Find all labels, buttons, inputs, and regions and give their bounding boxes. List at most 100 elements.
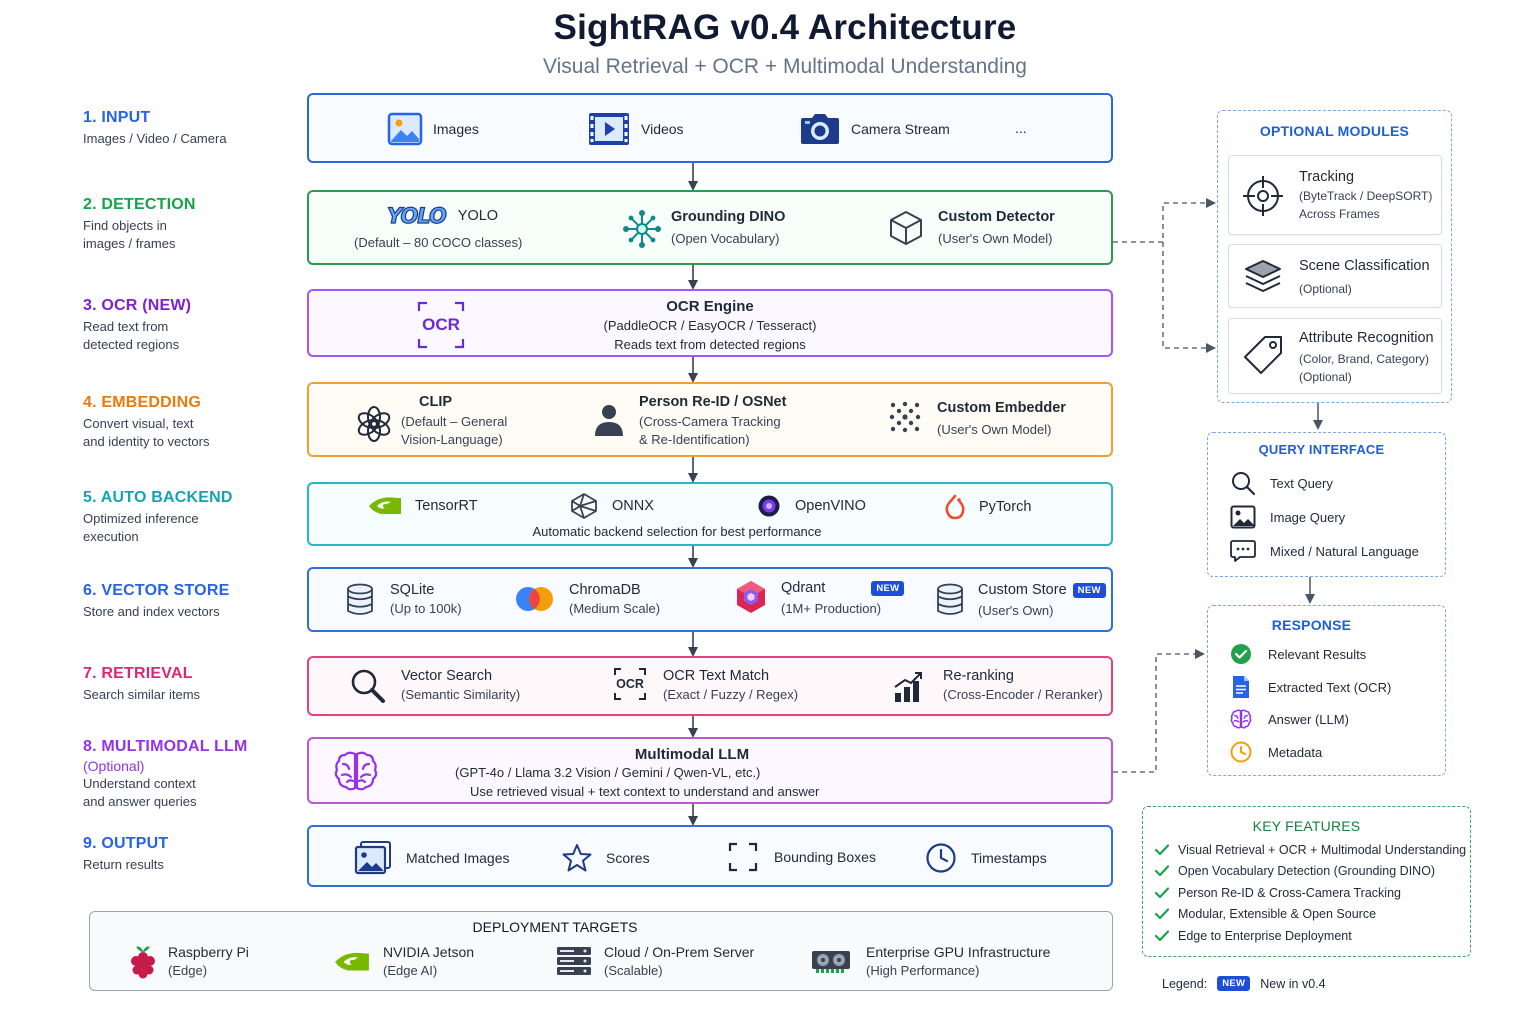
ocr-engines: (PaddleOCR / EasyOCR / Tesseract) — [603, 318, 817, 333]
input-camera-stream: Camera Stream — [799, 111, 950, 147]
embedder-name: Person Re-ID / OSNet — [639, 394, 787, 410]
checkmark-icon — [1155, 908, 1169, 920]
deploy-cloud-server: Cloud / On-Prem Server(Scalable) — [556, 943, 754, 980]
output-bounding-boxes: Bounding Boxes — [728, 842, 876, 872]
store-sqlite: SQLite(Up to 100k) — [346, 581, 462, 618]
yolo-logo-icon: YOLO — [386, 203, 447, 228]
llm-box: Multimodal LLM (GPT-4o / Llama 3.2 Visio… — [307, 737, 1113, 804]
output-label: Bounding Boxes — [774, 848, 876, 865]
brain-icon — [333, 749, 379, 793]
backend-tensorrt: TensorRT — [367, 494, 478, 518]
raspberry-pi-icon — [128, 943, 158, 979]
search-icon — [1230, 470, 1256, 496]
gpu-card-icon — [810, 949, 852, 975]
retrieval-name: Re-ranking — [943, 668, 1014, 684]
input-more: ... — [1015, 119, 1027, 138]
query-text[interactable]: Text Query — [1230, 470, 1333, 496]
input-label: Images — [433, 120, 479, 137]
image-icon — [1230, 505, 1256, 529]
module-desc: (Color, Brand, Category)(Optional) — [1299, 352, 1430, 384]
clock-icon — [1230, 741, 1252, 763]
detection-grounding-dino: Grounding DINO(Open Vocabulary) — [623, 208, 785, 248]
backend-name: PyTorch — [979, 498, 1032, 515]
retrieval-name: Vector Search — [401, 668, 493, 684]
person-icon — [593, 402, 625, 438]
deploy-desc: (Edge) — [168, 963, 208, 978]
feature-text: Person Re-ID & Cross-Camera Tracking — [1178, 885, 1401, 900]
query-image[interactable]: Image Query — [1230, 505, 1345, 529]
module-scene-classification: Scene Classification (Optional) — [1228, 244, 1442, 308]
openai-logo-icon — [355, 405, 393, 443]
chromadb-logo-icon — [515, 584, 555, 614]
diagram-title: SightRAG v0.4 Architecture — [553, 8, 1017, 47]
qdrant-logo-icon — [735, 579, 767, 615]
step-desc: Store and index vectors — [83, 604, 220, 619]
step-multimodal-llm: 8. MULTIMODAL LLM (Optional) Understand … — [83, 737, 293, 811]
embedder-desc: (Cross-Camera Tracking& Re-Identificatio… — [639, 414, 781, 447]
legend: Legend: NEW New in v0.4 — [1162, 976, 1326, 991]
response-panel: RESPONSE Relevant Results Extracted Text… — [1207, 605, 1446, 776]
layers-icon — [1243, 257, 1283, 297]
query-label: Text Query — [1270, 475, 1333, 491]
embedding-person-reid: Person Re-ID / OSNet (Cross-Camera Tracki… — [593, 393, 786, 449]
checkmark-icon — [1155, 865, 1169, 877]
module-tracking: Tracking (ByteTrack / DeepSORT)Across Fr… — [1228, 155, 1442, 235]
step-title: 3. OCR (NEW) — [83, 297, 192, 314]
input-label: Videos — [641, 120, 684, 137]
input-images: Images — [387, 111, 479, 147]
retrieval-vector-search: Vector Search (Semantic Similarity) — [349, 667, 520, 705]
store-desc: (Medium Scale) — [569, 601, 661, 616]
output-label: Scores — [606, 849, 650, 866]
star-icon — [562, 843, 592, 873]
response-answer: Answer (LLM) — [1230, 708, 1349, 730]
deployment-title: DEPLOYMENT TARGETS — [472, 919, 638, 935]
query-mixed[interactable]: Mixed / Natural Language — [1230, 539, 1419, 563]
deploy-enterprise-gpu: Enterprise GPU Infrastructure(High Perfo… — [810, 943, 1050, 980]
backend-onnx: ONNX — [570, 492, 654, 520]
nvidia-logo-icon — [367, 494, 403, 518]
llm-title: Multimodal LLM — [634, 746, 750, 763]
store-desc: (Up to 100k) — [390, 601, 462, 616]
step-output: 9. OUTPUT Return results — [83, 834, 293, 874]
step-title: 2. DETECTION — [83, 196, 196, 213]
diagram-subtitle: Visual Retrieval + OCR + Multimodal Unde… — [542, 55, 1027, 78]
step-title: 4. EMBEDDING — [83, 394, 201, 411]
panel-title: OPTIONAL MODULES — [1259, 123, 1410, 139]
feature-item: Edge to Enterprise Deployment — [1155, 925, 1466, 947]
checkmark-icon — [1155, 930, 1169, 942]
step-title: 7. RETRIEVAL — [83, 665, 193, 682]
response-metadata: Metadata — [1230, 741, 1322, 763]
server-icon — [556, 946, 592, 976]
input-box: Images Videos Camera Stream ... — [307, 93, 1113, 163]
response-label: Answer (LLM) — [1268, 711, 1349, 727]
response-extracted-text: Extracted Text (OCR) — [1230, 675, 1391, 699]
retrieval-desc: (Semantic Similarity) — [401, 687, 521, 702]
retrieval-ocr-text-match: OCR OCR Text Match(Exact / Fuzzy / Regex… — [613, 667, 798, 704]
deploy-name: NVIDIA Jetson — [383, 944, 475, 960]
ocr-icon-text: OCR — [422, 315, 460, 334]
step-title: 1. INPUT — [83, 109, 151, 126]
input-videos: Videos — [587, 111, 684, 147]
image-icon — [387, 111, 423, 147]
cube-icon — [888, 209, 924, 247]
retrieval-re-ranking: Re-ranking (Cross-Encoder / Reranker) — [893, 667, 1103, 704]
step-title: 8. MULTIMODAL LLM — [83, 738, 248, 755]
embedding-custom-embedder: Custom Embedder(User's Own Model) — [889, 399, 1066, 439]
store-chromadb: ChromaDB(Medium Scale) — [515, 581, 660, 618]
search-icon — [349, 667, 387, 705]
new-badge: NEW — [1072, 583, 1106, 598]
more-label: ... — [1015, 120, 1027, 136]
step-title: 5. AUTO BACKEND — [83, 489, 233, 506]
database-icon — [346, 583, 374, 617]
bounding-box-icon — [728, 842, 758, 872]
module-attribute-recognition: Attribute Recognition (Color, Brand, Cat… — [1228, 318, 1442, 394]
retrieval-desc: (Cross-Encoder / Reranker) — [943, 687, 1103, 702]
document-icon — [1230, 675, 1252, 699]
deploy-name: Cloud / On-Prem Server — [604, 944, 755, 960]
